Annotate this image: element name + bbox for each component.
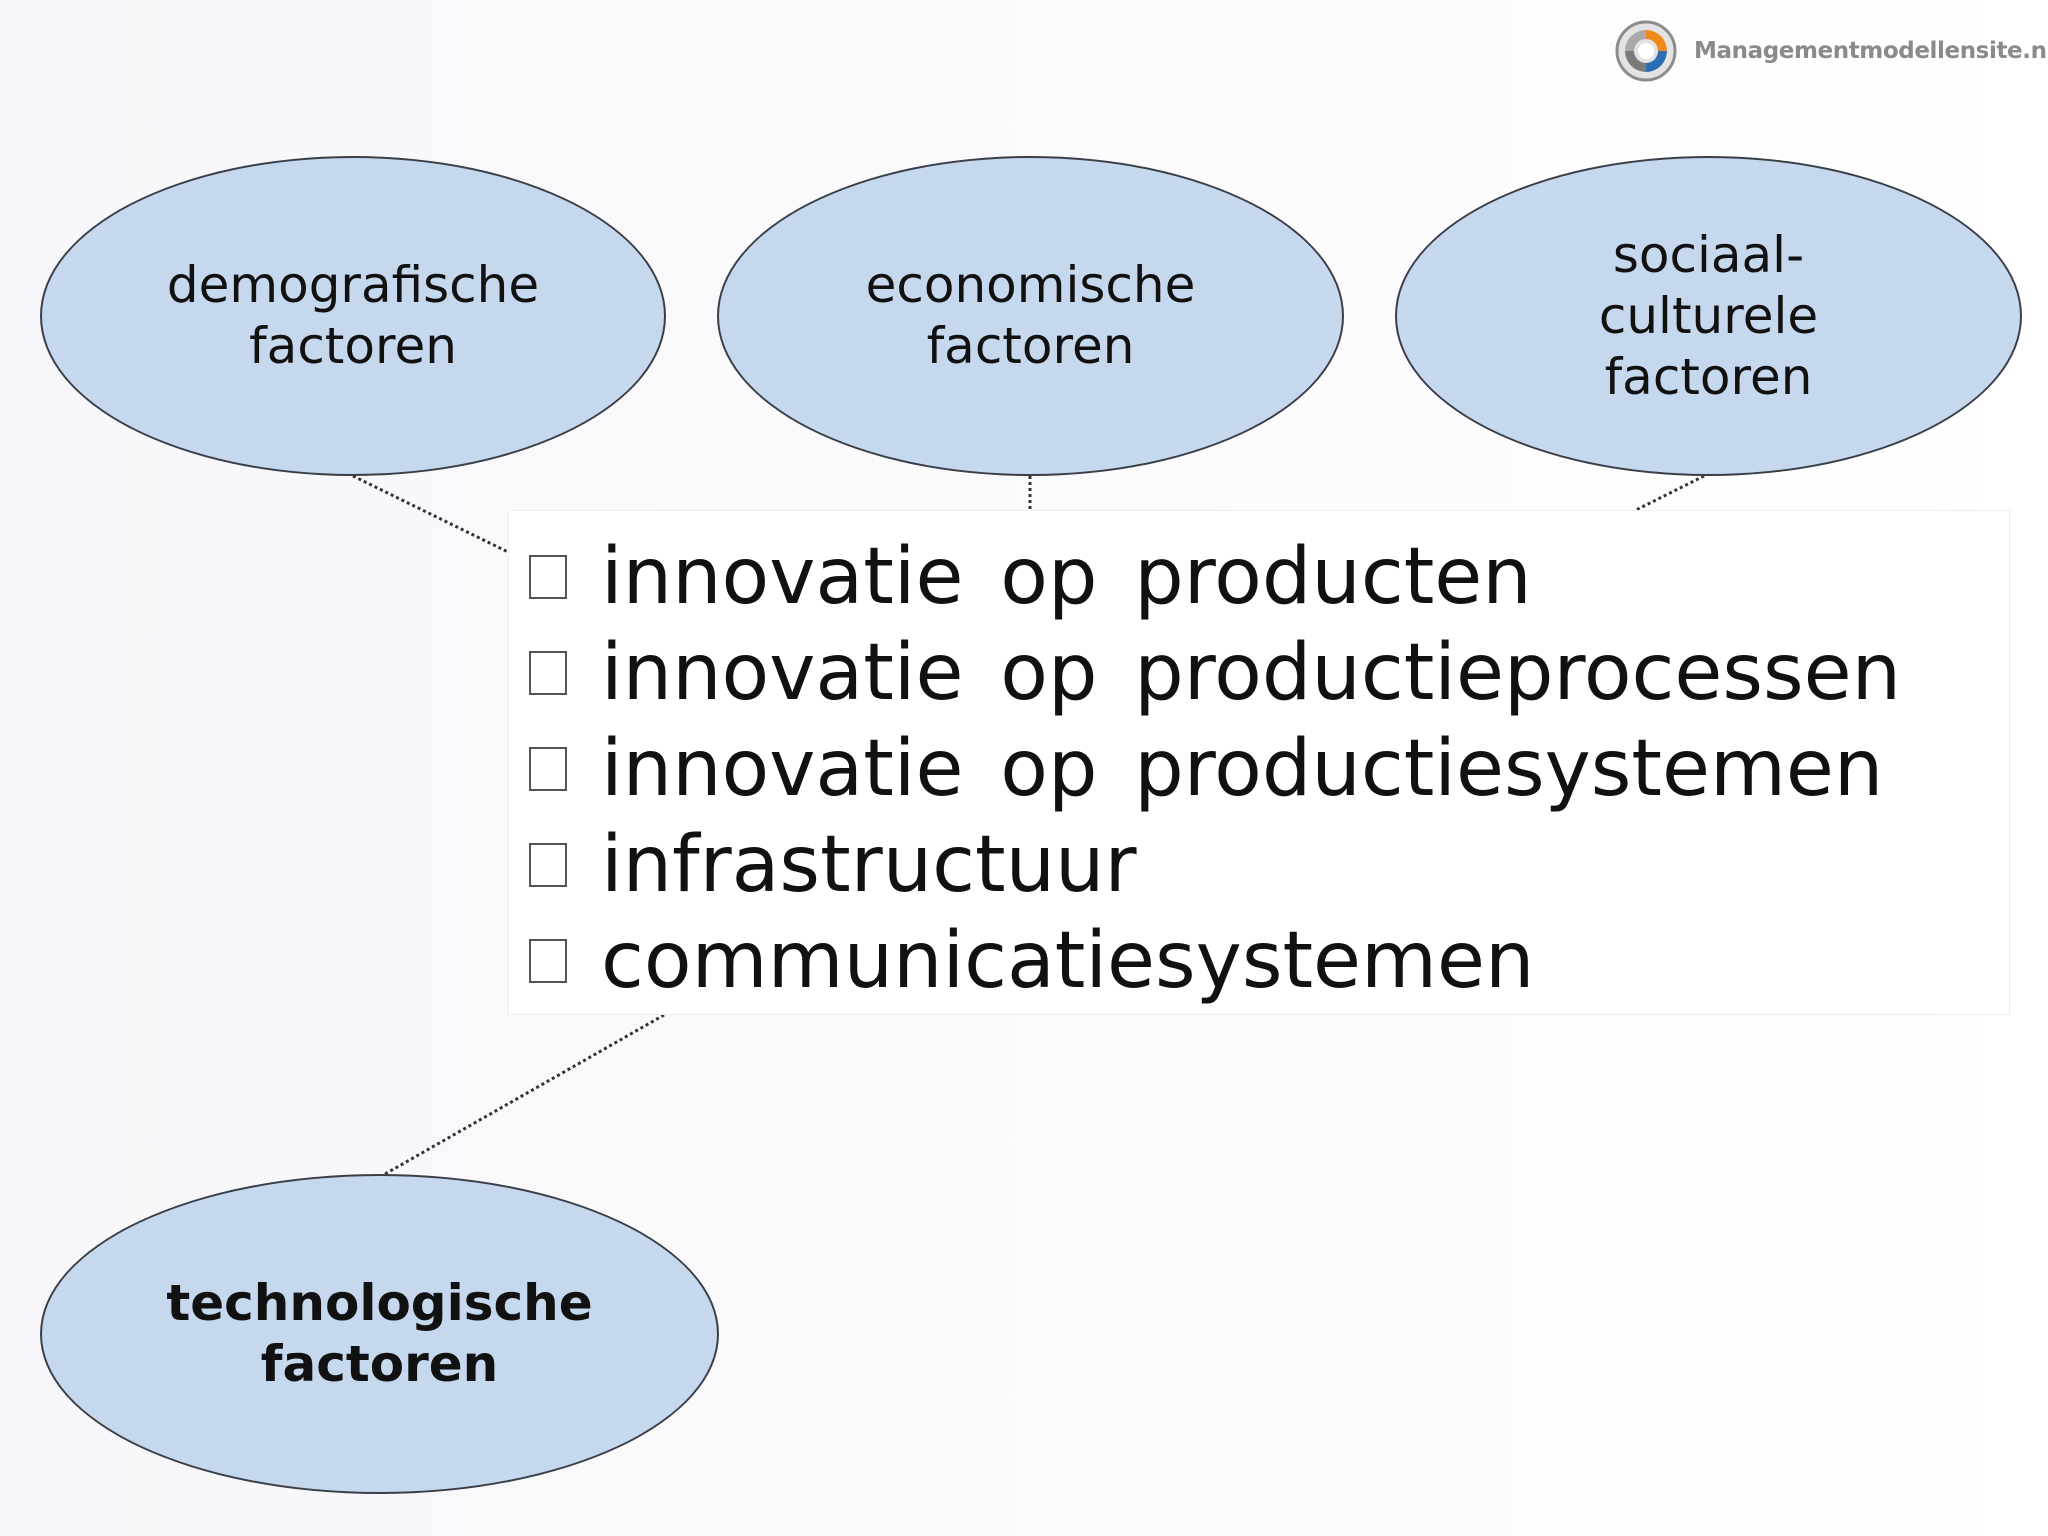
detail-item-label: infrastructuur [601,820,1137,910]
checkbox-icon [529,939,567,983]
factor-technologisch: technologische factoren [40,1174,719,1494]
detail-item-label: innovatie op productieprocessen [601,628,1902,718]
factor-demografisch-label: demografische factoren [166,256,540,375]
detail-list-item: innovatie op producten [529,529,2009,625]
detail-list-item: communicatiesystemen [529,913,2009,1009]
logo-text: Managementmodellensite.nl [1694,38,2048,64]
factor-sociaal-cultureel: sociaal- culturele factoren [1395,156,2022,476]
connector-sociaal-cultureel [1635,474,1705,512]
connector-demografisch [352,474,509,554]
detail-list-item: innovatie op productiesystemen [529,721,2009,817]
detail-list-item: infrastructuur [529,817,2009,913]
detail-list-item: innovatie op productieprocessen [529,625,2009,721]
factor-technologisch-label: technologische factoren [166,1274,593,1393]
detail-item-label: communicatiesystemen [601,916,1535,1006]
factor-economisch-label: economische factoren [865,256,1196,375]
checkbox-icon [529,555,567,599]
detail-list: innovatie op producten innovatie op prod… [529,529,2009,1009]
site-logo: Managementmodellensite.nl [1614,16,2048,86]
detail-item-label: innovatie op productiesystemen [601,724,1884,814]
checkbox-icon [529,843,567,887]
factor-sociaal-cultureel-label: sociaal- culturele factoren [1598,225,1819,406]
detail-item-label: innovatie op producten [601,532,1532,622]
checkbox-icon [529,651,567,695]
connector-technologisch [384,1013,665,1176]
technologische-factoren-detail-box: innovatie op producten innovatie op prod… [508,510,2010,1015]
factor-economisch: economische factoren [717,156,1344,476]
managementmodellensite-logo-icon [1615,20,1677,82]
factor-demografisch: demografische factoren [40,156,666,476]
checkbox-icon [529,747,567,791]
